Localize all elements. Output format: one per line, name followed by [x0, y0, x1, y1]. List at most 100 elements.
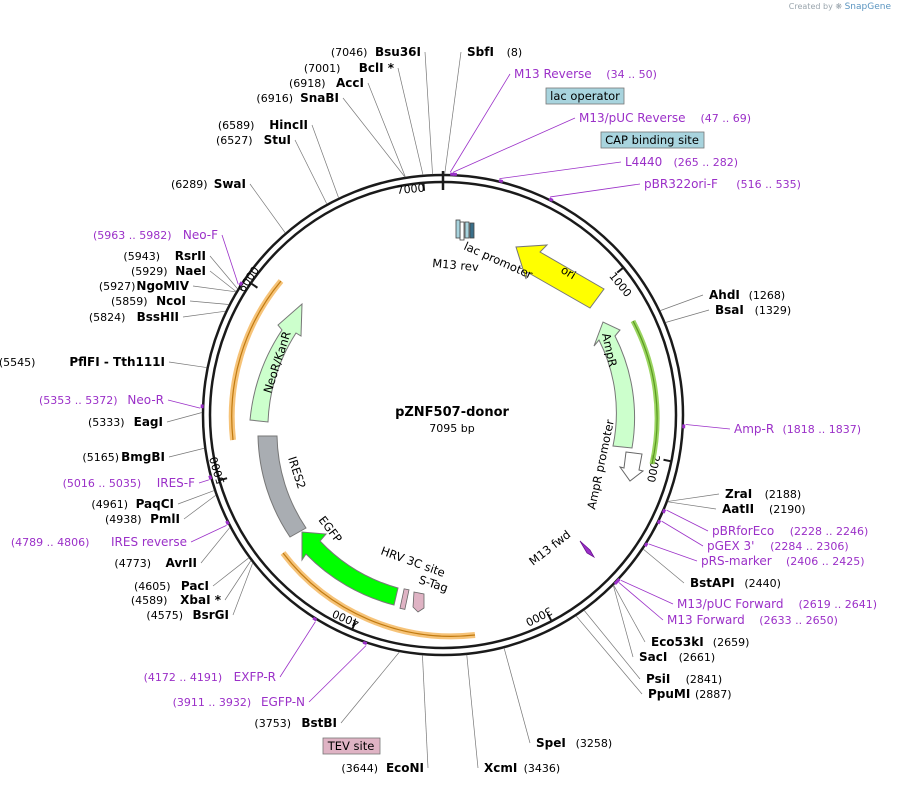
tick-mark	[350, 621, 357, 631]
enzyme-site[interactable]: NgoMIV(5927)	[99, 279, 190, 293]
enzyme-name: StuI	[264, 133, 291, 147]
primer-site[interactable]: pGEX 3'(2284 .. 2306)	[707, 539, 849, 553]
enzyme-site[interactable]: BmgBI(5165)	[82, 450, 165, 464]
enzyme-site[interactable]: PacI(4605)	[134, 579, 209, 593]
enzyme-site[interactable]: BclI *(7001)	[304, 61, 395, 75]
enzyme-site[interactable]: SpeI(3258)	[536, 736, 612, 750]
primer-site[interactable]: Neo-F(5963 .. 5982)	[93, 228, 218, 242]
enzyme-leader-line	[667, 493, 720, 502]
enzyme-leader-line	[200, 527, 231, 564]
enzyme-site[interactable]: SbfI(8)	[467, 45, 522, 59]
primer-site[interactable]: Amp-R (1818 .. 1837)	[734, 422, 861, 436]
hrv-3c-site-label: HRV 3C site	[379, 544, 447, 580]
primer-site[interactable]: M13 Forward(2633 .. 2650)	[667, 613, 838, 627]
hrv-3c-site-feature	[399, 588, 410, 610]
primer-site[interactable]: Neo-R(5353 .. 5372)	[39, 393, 164, 407]
enzyme-site[interactable]: SnaBI(6916)	[256, 91, 339, 105]
enzyme-site[interactable]: AvrII(4773)	[114, 556, 197, 570]
enzyme-leader-line	[397, 67, 424, 175]
tick-label: 3000	[523, 604, 554, 629]
enzyme-site[interactable]: AatII(2190)	[722, 502, 806, 516]
enzyme-name: PflFI - Tth111I	[69, 355, 165, 369]
enzyme-name: SwaI	[214, 177, 246, 191]
enzyme-site[interactable]: PflFI - Tth111I(5545)	[0, 355, 165, 369]
enzyme-site[interactable]: StuI(6527)	[216, 133, 291, 147]
enzyme-site[interactable]: BsaI(1329)	[715, 303, 791, 317]
primer-site[interactable]: M13/pUC Reverse(47 .. 69)	[579, 111, 751, 125]
enzyme-site[interactable]: HincII(6589)	[218, 118, 308, 132]
enzyme-site[interactable]: PaqCI(4961)	[91, 497, 174, 511]
primer-binding-mark	[225, 520, 230, 526]
enzyme-site[interactable]: RsrII(5943)	[123, 249, 206, 263]
primer-site[interactable]: IRES reverse(4789 .. 4806)	[11, 535, 187, 549]
enzyme-site[interactable]: BstAPI(2440)	[690, 576, 781, 590]
primer-site[interactable]: pBR322ori-F(516 .. 535)	[644, 177, 801, 191]
enzyme-site[interactable]: Bsu36I(7046)	[331, 45, 421, 59]
enzyme-site[interactable]: XcmI(3436)	[484, 761, 560, 775]
enzyme-position: (2841)	[686, 673, 723, 686]
primer-site[interactable]: pRS-marker(2406 .. 2425)	[701, 554, 865, 568]
primer-name: Neo-R	[127, 393, 164, 407]
ampr-promoter-arrow	[618, 451, 645, 482]
enzyme-site[interactable]: ZraI(2188)	[725, 487, 801, 501]
primer-name: M13/pUC Forward	[677, 597, 784, 611]
enzyme-name: BmgBI	[121, 450, 165, 464]
primer-site[interactable]: L4440(265 .. 282)	[625, 155, 738, 169]
enzyme-site[interactable]: Eco53kI(2659)	[651, 635, 749, 649]
enzyme-site[interactable]: BsrGI(4575)	[146, 608, 229, 622]
enzyme-position: (4773)	[114, 557, 151, 570]
created-by-snapgene: Created by ❋ SnapGene	[789, 2, 891, 12]
enzyme-site[interactable]: BssHII(5824)	[89, 310, 179, 324]
enzyme-site[interactable]: AccI (6918)	[289, 76, 364, 90]
primer-range: (1818 .. 1837)	[783, 423, 862, 436]
enzyme-site[interactable]: NaeI(5929)	[131, 264, 206, 278]
enzyme-site[interactable]: BstBI(3753)	[254, 716, 337, 730]
primer-site[interactable]: M13 Reverse(34 .. 50)	[514, 67, 657, 81]
enzyme-leader-line	[340, 651, 400, 724]
primer-site[interactable]: EGFP-N(3911 .. 3932)	[173, 695, 305, 709]
cap-binding-site-label: CAP binding site	[605, 133, 699, 147]
primer-name: EXFP-R	[234, 670, 276, 684]
primer-range: (5016 .. 5035)	[63, 477, 142, 490]
enzyme-position: (5943)	[123, 250, 160, 263]
primer-leader-line	[452, 117, 576, 173]
primer-leader-line	[308, 645, 367, 703]
enzyme-name: PsiI	[646, 672, 670, 686]
ampr-orf-arc-inner	[632, 320, 658, 465]
enzyme-site[interactable]: XbaI *(4589)	[131, 593, 222, 607]
primer-leader-line	[198, 479, 209, 484]
enzyme-position: (4605)	[134, 580, 171, 593]
primer-range: (2633 .. 2650)	[759, 614, 838, 627]
primer-binding-mark	[548, 197, 554, 202]
enzyme-site[interactable]: SacI(2661)	[639, 650, 715, 664]
enzyme-site[interactable]: PsiI (2841)	[646, 672, 722, 686]
boxed-feature-labels: lac operator CAP binding site TEV site	[322, 87, 705, 755]
enzyme-name: AccI	[336, 76, 364, 90]
primer-name: Amp-R	[734, 422, 774, 436]
enzyme-name: Eco53kI	[651, 635, 704, 649]
enzyme-position: (7046)	[331, 46, 368, 59]
lac-operator-feature	[464, 221, 470, 239]
primer-site[interactable]: EXFP-R(4172 .. 4191)	[144, 670, 276, 684]
m13-fwd-feature	[579, 540, 596, 559]
enzyme-site[interactable]: AhdI(1268)	[709, 288, 785, 302]
enzyme-site[interactable]: PpuMI(2887)	[648, 687, 732, 701]
enzyme-position: (5927)	[99, 280, 136, 293]
enzyme-site[interactable]: EagI(5333)	[88, 415, 163, 429]
enzyme-name: BsaI	[715, 303, 744, 317]
primer-site[interactable]: M13/pUC Forward(2619 .. 2641)	[677, 597, 877, 611]
enzyme-labels: SbfI(8) AhdI(1268)BsaI(1329) ZraI(2188)Aat…	[0, 45, 806, 775]
enzyme-site[interactable]: EcoNI(3644)	[341, 761, 424, 775]
enzyme-leader-line	[613, 585, 634, 658]
enzyme-site[interactable]: NcoI(5859)	[111, 294, 186, 308]
enzyme-site[interactable]: PmlI(4938)	[105, 512, 180, 526]
enzyme-position: (2661)	[679, 651, 716, 664]
enzyme-position: (6918)	[289, 77, 326, 90]
cap-site-feature	[469, 222, 475, 239]
primer-leader-line	[648, 543, 698, 562]
enzyme-position: (5929)	[131, 265, 168, 278]
enzyme-site[interactable]: SwaI(6289)	[171, 177, 246, 191]
primer-site[interactable]: pBRforEco(2228 .. 2246)	[712, 524, 868, 538]
primer-site[interactable]: IRES-F(5016 .. 5035)	[63, 476, 195, 490]
enzyme-leader-line	[249, 183, 286, 234]
